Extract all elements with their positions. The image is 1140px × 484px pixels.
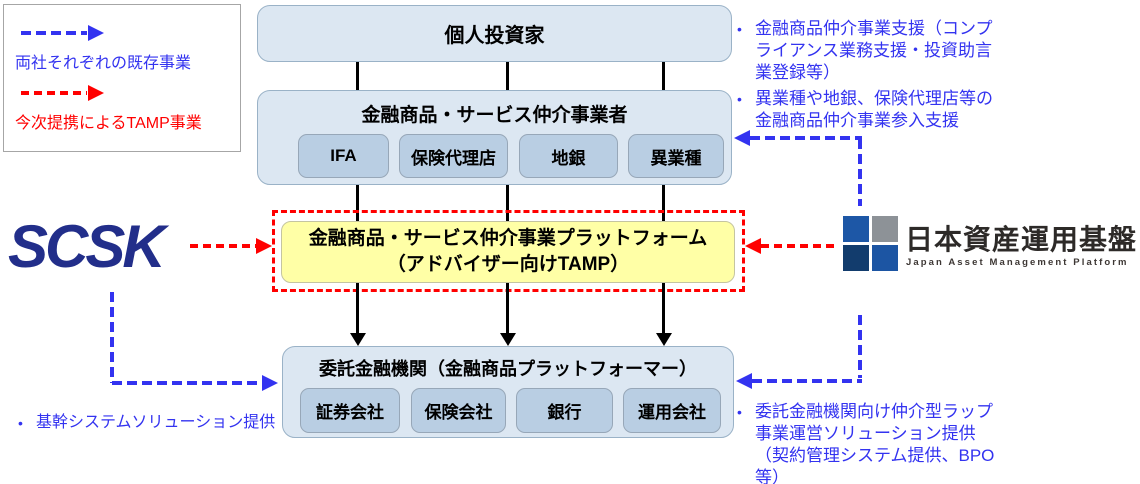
scsk-to-platform-dash-line: [190, 244, 256, 248]
jamp-intermediary-path-vertical: [858, 139, 862, 206]
chip-securities-company: 証券会社: [300, 388, 400, 433]
red-right-arrowhead-icon: [256, 238, 272, 254]
scsk-existing-path-horizontal: [112, 381, 262, 385]
chip-ifa: IFA: [298, 134, 389, 178]
legend-tamp-label: 今次提携によるTAMP事業: [15, 115, 202, 132]
scsk-existing-path-vertical: [110, 292, 114, 383]
red-left-arrowhead-icon: [745, 238, 761, 254]
intermediaries-title: 金融商品・サービス仲介事業者: [361, 105, 628, 126]
scsk-offering-core-system: 基幹システムソリューション提供: [36, 414, 276, 431]
jamp-intermediary-path-horizontal: [750, 136, 862, 140]
jamp-trustee-path-horizontal: [752, 379, 862, 383]
connector-line: [506, 62, 509, 90]
list-item: • 委託金融機関向け仲介型ラップ事業運営ソリューション提供（契約管理システム提供…: [737, 401, 1005, 484]
jamp-subtitle: Japan Asset Management Platform: [906, 257, 1129, 268]
list-item: • 金融商品仲介事業支援（コンプライアンス業務支援・投資助言業登録等）: [737, 18, 1005, 84]
down-arrowhead-icon: [350, 333, 366, 346]
blue-left-arrowhead-icon: [734, 130, 750, 146]
scsk-offering-note: • 基幹システムソリューション提供: [18, 412, 275, 434]
connector-arrow-line: [356, 283, 359, 334]
blue-left-arrowhead-icon: [736, 373, 752, 389]
jamp-logo: 日本資産運用基盤 Japan Asset Management Platform: [843, 216, 1140, 276]
down-arrowhead-icon: [656, 333, 672, 346]
chip-other-industry: 異業種: [628, 134, 724, 178]
list-item: • 異業種や地銀、保険代理店等の金融商品仲介事業参入支援: [737, 88, 1005, 132]
platform-title-line1: 金融商品・サービス仲介事業プラットフォーム: [308, 228, 708, 249]
scsk-logo: SCSK: [8, 213, 166, 280]
legend-tamp-dash-line: [21, 91, 87, 95]
jamp-offering-entry-support: 異業種や地銀、保険代理店等の金融商品仲介事業参入支援: [755, 89, 993, 130]
legend-box: 両社それぞれの既存事業 今次提携によるTAMP事業: [3, 4, 241, 152]
connector-line: [356, 185, 359, 222]
blue-right-arrowhead-icon: [262, 375, 278, 391]
legend-existing-arrowhead-icon: [88, 25, 104, 41]
jamp-square-bottomright: [872, 245, 898, 271]
jamp-to-platform-dash-line: [761, 244, 838, 248]
jamp-square-topleft: [843, 216, 869, 242]
legend-existing-label: 両社それぞれの既存事業: [15, 55, 192, 72]
jamp-offerings-top-list: • 金融商品仲介事業支援（コンプライアンス業務支援・投資助言業登録等） • 異業…: [737, 18, 1005, 132]
jamp-offering-wrap-solution: 委託金融機関向け仲介型ラップ事業運営ソリューション提供（契約管理システム提供、B…: [755, 402, 995, 484]
chip-insurance-agency: 保険代理店: [399, 134, 508, 178]
connector-arrow-line: [506, 283, 509, 334]
chip-bank: 銀行: [516, 388, 613, 433]
jamp-square-bottomleft: [843, 245, 869, 271]
jamp-offering-bottom-note: • 委託金融機関向け仲介型ラップ事業運営ソリューション提供（契約管理システム提供…: [737, 401, 1005, 484]
jamp-square-topright: [872, 216, 898, 242]
trustees-box: 委託金融機関（金融商品プラットフォーマー） 証券会社 保険会社 銀行 運用会社: [282, 346, 734, 438]
investors-box: 個人投資家: [257, 5, 732, 62]
chip-asset-management-company: 運用会社: [623, 388, 721, 433]
intermediaries-box: 金融商品・サービス仲介事業者 IFA 保険代理店 地銀 異業種: [257, 90, 732, 185]
connector-line: [356, 62, 359, 90]
jamp-offering-intermediary-support: 金融商品仲介事業支援（コンプライアンス業務支援・投資助言業登録等）: [755, 19, 993, 82]
connector-line: [506, 185, 509, 222]
bullet-icon: •: [737, 91, 742, 107]
bullet-icon: •: [737, 21, 742, 37]
platform-box: 金融商品・サービス仲介事業プラットフォーム （アドバイザー向けTAMP）: [281, 221, 735, 283]
chip-insurance-company: 保険会社: [411, 388, 506, 433]
legend-tamp-arrowhead-icon: [88, 85, 104, 101]
trustees-title: 委託金融機関（金融商品プラットフォーマー）: [319, 359, 697, 379]
jamp-name: 日本資産運用基盤: [905, 224, 1138, 255]
jamp-logo-squares-icon: [843, 216, 898, 271]
bullet-icon: •: [737, 404, 742, 420]
chip-regional-bank: 地銀: [519, 134, 618, 178]
list-item: • 基幹システムソリューション提供: [18, 412, 275, 434]
connector-line: [662, 185, 665, 222]
platform-title-line2: （アドバイザー向けTAMP）: [386, 254, 630, 275]
connector-arrow-line: [662, 283, 665, 334]
legend-existing-dash-line: [21, 31, 87, 35]
jamp-trustee-path-vertical: [858, 315, 862, 378]
investors-title: 個人投資家: [444, 25, 545, 47]
bullet-icon: •: [18, 415, 23, 431]
down-arrowhead-icon: [500, 333, 516, 346]
connector-line: [662, 62, 665, 90]
